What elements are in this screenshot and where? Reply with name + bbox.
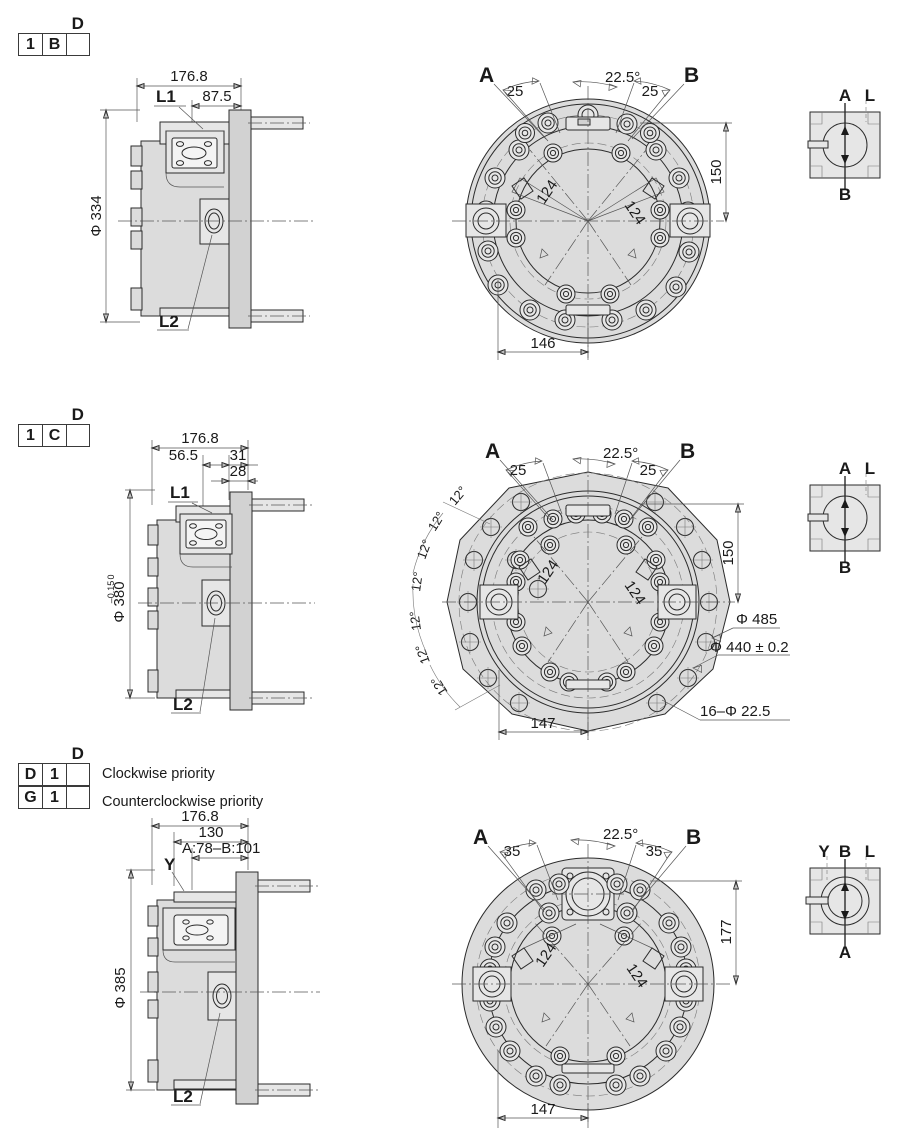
code-cell-3-1-0: G — [19, 787, 43, 808]
key-label-a-3: A — [839, 943, 851, 962]
dim-22-5-2: 22.5° — [603, 445, 638, 462]
code-block-1c: D 1 C — [18, 405, 114, 447]
dim-phi-440-2: Φ 440 ± 0.2 — [710, 639, 789, 656]
label-port-a-3: A — [473, 826, 488, 849]
dim-25-left-2: 25 — [510, 462, 527, 479]
dim-25-right-1: 25 — [642, 83, 659, 100]
label-port-b-2: B — [680, 440, 695, 463]
label-y-3: Y — [164, 855, 176, 874]
key-label-b-1: B — [839, 185, 851, 204]
pitch-angle-2: 12° — [414, 537, 435, 561]
section-2-side-view: 176.8 56.5 31 28 Φ 380 0 –0.15 — [106, 430, 315, 714]
code-row-3-0[interactable]: D 1 — [18, 763, 90, 786]
code-cell-3-0-1: 1 — [43, 764, 67, 785]
dim-phi-380-2: Φ 380 — [111, 581, 128, 622]
code-cell-2-0-1: C — [43, 425, 67, 446]
key-label-b-3: B — [839, 842, 851, 861]
pitch-angle-6: 12° — [427, 674, 450, 699]
dim-phi-380-tol-lower-2: –0.15 — [106, 581, 116, 604]
code-row-2-0[interactable]: 1 C — [18, 424, 90, 447]
dim-147-2: 147 — [530, 715, 555, 732]
section-1-front-view: 124 124 A B 25 25 22.5° — [452, 64, 732, 360]
key-label-a-1: A — [839, 86, 851, 105]
pitch-angle-3: 12° — [408, 571, 426, 593]
code-title-2: D — [71, 405, 85, 424]
section-3-front-view: 124 124 A B 35 35 22.5° — [452, 826, 742, 1128]
code-title-3: D — [71, 744, 85, 763]
section-3-drawing: 176.8 130 A:78–B:101 Φ 385 — [112, 808, 881, 1128]
dim-a78-b101-3: A:78–B:101 — [182, 840, 260, 857]
code-row-3-1[interactable]: G 1 — [18, 786, 90, 809]
section-1-key-view: A L B — [807, 86, 881, 204]
section-1-side-view: 176.8 87.5 Φ 334 — [88, 68, 315, 331]
label-l2-2: L2 — [173, 695, 193, 714]
dim-150-2: 150 — [720, 540, 737, 565]
dim-150-1: 150 — [708, 159, 725, 184]
pitch-angle-4: 12° — [406, 610, 424, 632]
dim-22-5-1: 22.5° — [605, 69, 640, 86]
dim-177-3: 177 — [718, 919, 735, 944]
code-row-1-0[interactable]: 1 B — [18, 33, 90, 56]
code-cell-1-0-1: B — [43, 34, 67, 55]
dim-28-2: 28 — [230, 463, 247, 480]
code-title-1: D — [71, 14, 85, 33]
section-1-drawing: 176.8 87.5 Φ 334 — [88, 64, 881, 360]
key-label-b-2: B — [839, 558, 851, 577]
label-port-b-3: B — [686, 826, 701, 849]
dim-56-5-2: 56.5 — [169, 447, 198, 464]
dim-146-1: 146 — [530, 335, 555, 352]
dim-phi-334: Φ 334 — [88, 195, 105, 236]
code-cell-3-1-1: 1 — [43, 787, 67, 808]
dim-176-8-3: 176.8 — [181, 808, 219, 825]
pitch-angle-0: 12° — [446, 483, 470, 508]
dim-25-left-1: 25 — [507, 83, 524, 100]
dim-87-5: 87.5 — [202, 88, 231, 105]
code-cell-3-0-0: D — [19, 764, 43, 785]
code-block-1b: D 1 B — [18, 14, 114, 56]
code-note-clockwise: Clockwise priority — [102, 766, 215, 782]
code-block-d1-g1: D D 1 Clockwise priority G 1 Countercloc… — [18, 744, 263, 810]
dim-16-phi-22-5-2: 16–Φ 22.5 — [700, 703, 770, 720]
dim-35-left-3: 35 — [504, 843, 521, 860]
dim-phi-380-tol-upper-2: 0 — [106, 574, 116, 579]
dim-147-3: 147 — [530, 1101, 555, 1118]
label-port-a-2: A — [485, 440, 500, 463]
dim-31-2: 31 — [230, 447, 247, 464]
key-label-l-3: L — [865, 842, 875, 861]
section-2-key-view: A L B — [807, 459, 881, 577]
label-l2-1: L2 — [159, 312, 179, 331]
label-port-a-1: A — [479, 64, 494, 87]
dim-35-right-3: 35 — [646, 843, 663, 860]
key-label-a-2: A — [839, 459, 851, 478]
label-port-b-1: B — [684, 64, 699, 87]
section-2-front-view: 124 124 A B 25 25 22.5° — [406, 440, 790, 740]
bolt-hole-ring-outer — [457, 491, 720, 714]
code-cell-1-0-0: 1 — [19, 34, 43, 55]
key-label-l-1: L — [865, 86, 875, 105]
label-l1-1: L1 — [156, 87, 176, 106]
key-label-y-3: Y — [818, 842, 830, 861]
section-2-drawing: 176.8 56.5 31 28 Φ 380 0 –0.15 — [106, 430, 881, 740]
dim-176-8-2: 176.8 — [181, 430, 219, 447]
section-3-side-view: 176.8 130 A:78–B:101 Φ 385 — [112, 808, 320, 1106]
dim-22-5-3: 22.5° — [603, 826, 638, 843]
dim-130-3: 130 — [198, 824, 223, 841]
pitch-angle-5: 12° — [412, 642, 433, 666]
key-label-l-2: L — [865, 459, 875, 478]
dim-phi-385-3: Φ 385 — [112, 967, 129, 1008]
section-3-key-view: Y B L A — [805, 842, 881, 962]
label-l2-3: L2 — [173, 1087, 193, 1106]
dim-phi-485-2: Φ 485 — [736, 611, 777, 628]
code-note-counterclockwise: Counterclockwise priority — [102, 794, 264, 810]
code-cell-2-0-0: 1 — [19, 425, 43, 446]
dim-176-8: 176.8 — [170, 68, 208, 85]
label-l1-2: L1 — [170, 483, 190, 502]
dim-25-right-2: 25 — [640, 462, 657, 479]
